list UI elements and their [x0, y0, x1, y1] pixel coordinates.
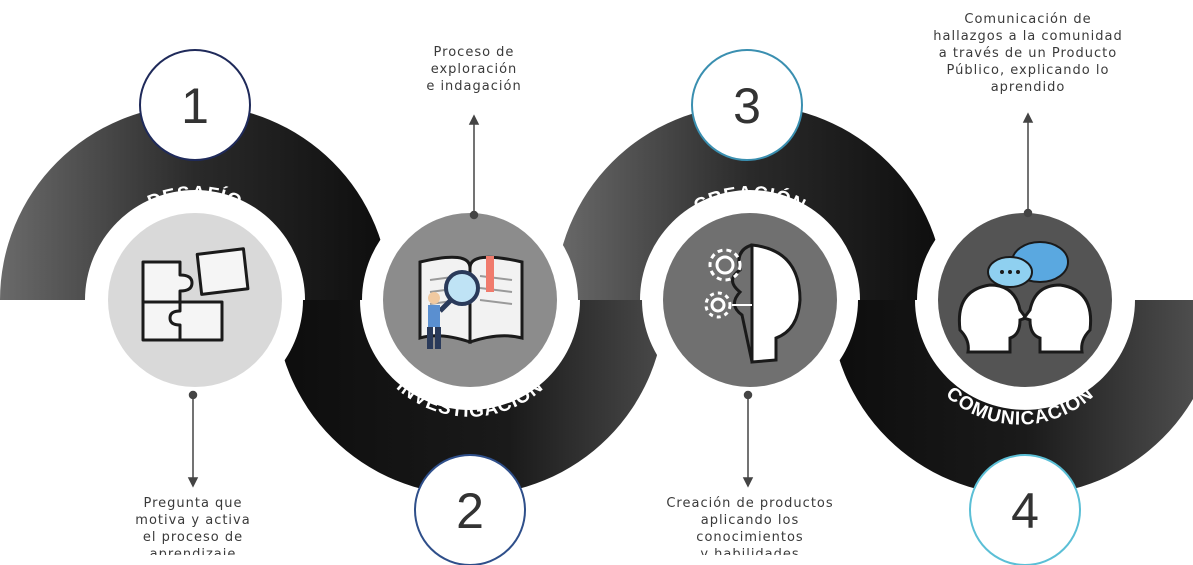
step-4-number: 4: [1011, 483, 1039, 539]
step-4-description-line: aprendido: [990, 80, 1066, 95]
step-3-number-ring: [691, 49, 803, 161]
brain-bulb-gears-icon: [704, 243, 802, 364]
connectors: [187, 112, 1034, 488]
band-segment-4: [830, 300, 1193, 495]
step-3-description-line: y habilidades: [700, 547, 800, 555]
step-3-description-line: aplicando los: [700, 513, 800, 528]
step-1-number-ring: [139, 49, 251, 161]
step-4-description: Comunicación de hallazgos a la comunidad…: [918, 11, 1138, 96]
step-1-description-line: aprendizaje: [149, 547, 237, 555]
band-segment-1: [0, 105, 390, 300]
step-2-description-line: exploración: [430, 62, 518, 77]
book-magnifier-icon: [418, 255, 524, 349]
step-2-description-line: Proceso de: [433, 45, 515, 60]
puzzle-icon: [141, 247, 250, 342]
step-2-description-line: e indagación: [426, 79, 522, 94]
step-2-description: Proceso de exploración e indagación: [399, 44, 549, 95]
step-2-number: 2: [456, 483, 484, 539]
step-1-description-line: Pregunta que: [143, 496, 243, 511]
speaking-heads-icon: [957, 241, 1093, 354]
step-3-description-line: conocimientos: [696, 530, 804, 545]
step-1-number: 1: [181, 78, 209, 134]
step-4-number-ring: [969, 454, 1081, 565]
step-4-description-line: hallazgos a la comunidad: [933, 29, 1123, 44]
step-4-description-line: Comunicación de: [964, 12, 1092, 27]
step-1-circle: [108, 213, 282, 387]
step-1-description-line: el proceso de: [142, 530, 244, 545]
band-segment-3: [555, 105, 945, 300]
band-segment-2: [275, 300, 665, 495]
step-3-description: Creación de productos aplicando los cono…: [650, 495, 850, 555]
step-4-description-line: a través de un Producto: [938, 46, 1118, 61]
step-1-description: Pregunta que motiva y activa el proceso …: [118, 495, 268, 555]
step-4-description-line: Público, explicando lo: [946, 63, 1110, 78]
step-2-number-ring: [414, 454, 526, 565]
step-3-circle: [663, 213, 837, 387]
step-1-description-line: motiva y activa: [135, 513, 251, 528]
step-3-number: 3: [733, 78, 761, 134]
step-3-description-line: Creación de productos: [666, 496, 834, 511]
